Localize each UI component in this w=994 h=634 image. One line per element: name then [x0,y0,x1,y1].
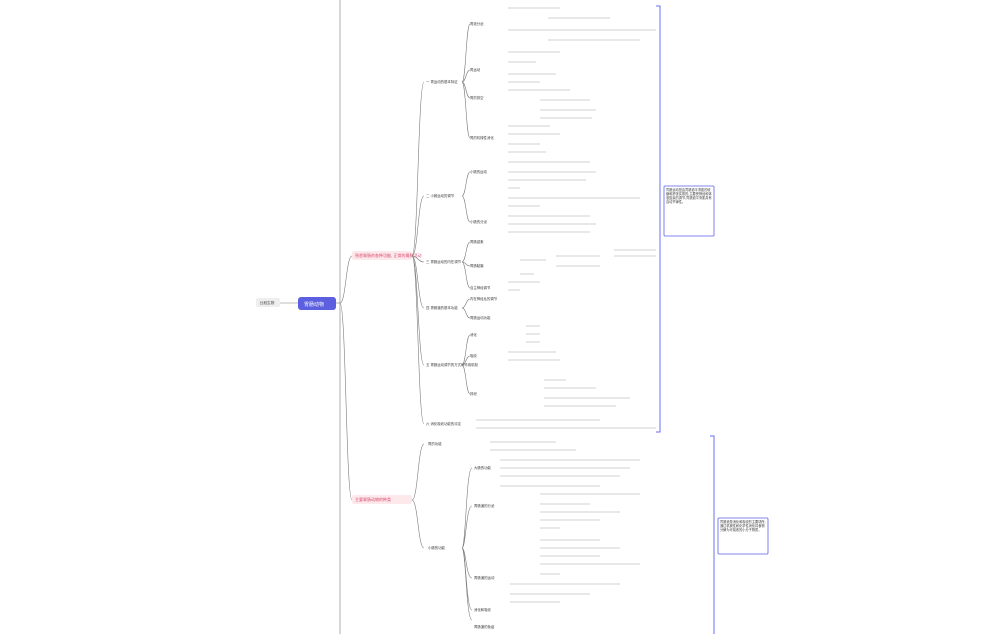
s2-leaf-5[interactable]: 胃肠道的运动 [474,575,495,580]
s2-leaf-7[interactable]: 胃肠道的免疫 [474,624,495,629]
leaf-11[interactable]: 胃肠运动功能 [470,315,491,320]
s2-leaf-6[interactable]: 消化和吸收 [474,607,492,612]
section-2[interactable]: 主要胃肠动物的种类 [352,495,412,504]
note-1[interactable]: 胃肠运动是由胃肠道平滑肌的收缩和舒张实现的,主要受神经和体液因素的调节,胃肠道平… [663,185,715,237]
leaf-12[interactable]: 消化 [470,332,477,337]
leaf-7[interactable]: 胃肠激素 [470,239,484,244]
prev-node[interactable]: 比较生物 [256,298,280,307]
root-label: 胃肠动物 [304,301,324,308]
root-node[interactable]: 胃肠动物 [298,297,336,310]
branch-1-6[interactable]: 六 消化吸收功能的评定 [426,421,462,426]
branch-1-1[interactable]: 一 胃运动的基本特征 [426,79,458,84]
section-2-label: 主要胃肠动物的种类 [355,496,391,502]
leaf-3[interactable]: 胃的排空 [470,95,484,100]
branch-1-5[interactable]: 五 胃肠运动调节的方式和作用机制 [426,362,479,367]
leaf-14[interactable]: 排泄 [470,391,477,396]
branch-1-4[interactable]: 四 胃肠道的基本功能 [426,305,458,310]
leaf-10[interactable]: 内在神经丛的调节 [470,296,498,301]
leaf-1[interactable]: 胃液分泌 [470,21,484,26]
section-2-branches: 胃的功能 小肠的功能 大肠的功能 胃肠道的分泌 胃肠道的运动 消化和吸收 胃肠道… [411,441,495,629]
section-1-leaves: 胃液分泌 胃运动 胃的排空 胃的机械性消化 小肠的运动 小肠的分泌 胃肠激素 胃… [461,21,498,396]
s2-leaf-2[interactable]: 小肠的功能 [428,545,446,550]
s2-leaf-4[interactable]: 胃肠道的分泌 [474,503,495,508]
branch-1-3[interactable]: 三 胃肠运动的内在调节 [426,259,462,264]
s2-leaf-3[interactable]: 大肠的功能 [474,465,492,470]
leaf-4[interactable]: 胃的机械性消化 [470,135,494,140]
section-1-branches: 一 胃运动的基本特征 二 小肠运动的调节 三 胃肠运动的内在调节 四 胃肠道的基… [411,79,479,426]
section-2-bracket [710,435,715,634]
leaf-8[interactable]: 胃肠黏膜 [470,263,484,268]
leaf-5[interactable]: 小肠的运动 [470,169,488,174]
note-1-text: 胃肠运动是由胃肠道平滑肌的收缩和舒张实现的,主要受神经和体液因素的调节,胃肠道平… [666,188,712,205]
s2-leaf-1[interactable]: 胃的功能 [428,441,442,446]
section-1[interactable]: 熟悉胃肠的各种功能, 正常的胃肠活动 [352,251,422,260]
note-2-text: 胃肠道是消化和吸收的主要场所,通过机械性和化学性消化将食物分解为可吸收的小分子物… [720,520,766,533]
section-1-label: 熟悉胃肠的各种功能, 正常的胃肠活动 [355,252,422,258]
section-1-detail-rows [476,7,656,429]
section-1-bracket [656,5,661,433]
note-2[interactable]: 胃肠道是消化和吸收的主要场所,通过机械性和化学性消化将食物分解为可吸收的小分子物… [717,517,769,555]
leaf-6[interactable]: 小肠的分泌 [470,219,488,224]
leaf-9[interactable]: 自主神经调节 [470,285,491,290]
branch-1-2[interactable]: 二 小肠运动的调节 [426,193,455,198]
prev-label: 比较生物 [260,300,275,305]
leaf-2[interactable]: 胃运动 [470,67,481,72]
leaf-13[interactable]: 吸收 [470,353,477,358]
section-2-detail-rows [490,441,640,603]
